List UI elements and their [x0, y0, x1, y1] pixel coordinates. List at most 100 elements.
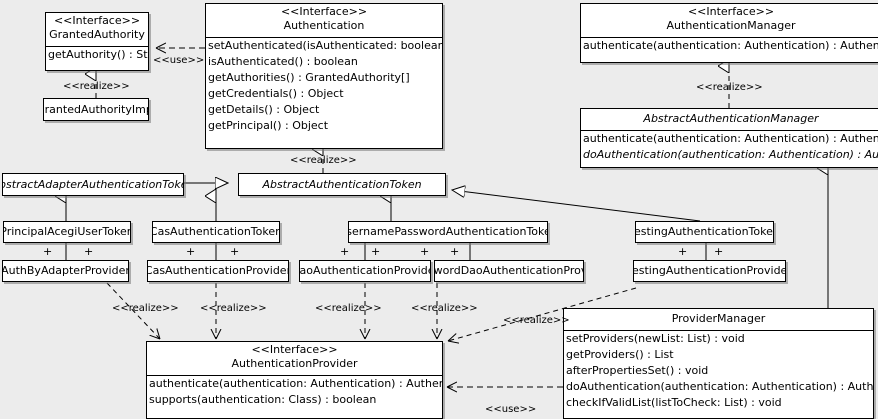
edge-label-use-bottom: <<use>> [485, 404, 537, 415]
class-header: AbstractAdapterAuthenticationToken [3, 174, 183, 195]
class-name: TestingAuthenticationToken [635, 225, 774, 238]
multiplicity-marker: + [678, 245, 688, 258]
edge-label-realize-testingauthenticationprovider: <<realize>> [503, 315, 570, 326]
class-stereotype: <<Interface>> [53, 14, 141, 27]
class-header: <<Interface>> GrantedAuthority [46, 13, 148, 46]
class-name: AbstractAuthenticationToken [262, 177, 422, 191]
class-testing-authentication-provider[interactable]: TestingAuthenticationProvider [633, 260, 786, 282]
class-name: AuthenticationProvider [231, 357, 358, 370]
edge-label-realize-authentication: <<realize>> [290, 155, 357, 166]
operation-row: setProviders(newList: List) : void [566, 332, 745, 345]
edge-label-realize-grantedauthorityimpl: <<realize>> [63, 81, 130, 92]
class-name: ProviderManager [671, 312, 766, 325]
class-header: ProviderManager [564, 309, 873, 330]
class-header: <<Interface>> Authentication [206, 4, 442, 37]
compartment-divider [581, 37, 878, 38]
class-header: PasswordDaoAuthenticationProvider [435, 261, 583, 281]
class-header: AuthByAdapterProvider [3, 261, 128, 281]
edge-label-realize-authbyadapterprovider: <<realize>> [112, 303, 179, 314]
class-granted-authority[interactable]: <<Interface>> GrantedAuthority getAuthor… [45, 12, 149, 71]
operations-compartment: setAuthenticated(isAuthenticated: boolea… [206, 38, 442, 134]
edge-label-realize-passworddaoauthenticationprovider: <<realize>> [411, 303, 478, 314]
class-name: GrantedAuthority [49, 28, 145, 41]
class-header: AbstractAuthenticationManager [581, 109, 878, 130]
operation-row: checkIfValidList(listToCheck: List) : vo… [566, 396, 782, 409]
edge-label-realize-casauthenticationprovider: <<realize>> [200, 303, 267, 314]
class-provider-manager[interactable]: ProviderManager setProviders(newList: Li… [563, 308, 874, 419]
class-header: AbstractAuthenticationToken [239, 174, 445, 195]
multiplicity-marker: + [450, 245, 460, 258]
multiplicity-marker: + [186, 245, 196, 258]
class-name: AuthenticationManager [666, 19, 796, 32]
operation-row: getPrincipal() : Object [208, 119, 329, 132]
multiplicity-marker: + [84, 245, 94, 258]
compartment-divider [206, 37, 442, 38]
class-name: CasAuthenticationProvider [147, 264, 289, 277]
class-header: TestingAuthenticationToken [636, 222, 773, 242]
class-name: PrincipalAcegiUserToken [3, 225, 131, 238]
operations-compartment: authenticate(authentication: Authenticat… [147, 376, 442, 408]
class-password-dao-authentication-provider[interactable]: PasswordDaoAuthenticationProvider [434, 260, 584, 282]
multiplicity-marker: + [371, 245, 381, 258]
multiplicity-marker: + [714, 245, 724, 258]
compartment-divider [581, 130, 878, 131]
class-principal-acegi-user-token[interactable]: PrincipalAcegiUserToken [3, 221, 131, 243]
class-abstract-authentication-manager[interactable]: AbstractAuthenticationManager authentica… [580, 108, 878, 168]
multiplicity-marker: + [340, 245, 350, 258]
operation-row: doAuthentication(authentication: Authent… [583, 148, 878, 161]
class-header: UsernamePasswordAuthenticationToken [349, 222, 547, 242]
class-testing-authentication-token[interactable]: TestingAuthenticationToken [635, 221, 774, 243]
operation-row: setAuthenticated(isAuthenticated: boolea… [208, 39, 442, 52]
operation-row: getCredentials() : Object [208, 87, 344, 100]
class-header: CasAuthenticationProvider [148, 261, 288, 281]
operation-row: getAuthorities() : GrantedAuthority[] [208, 71, 410, 84]
compartment-divider [564, 330, 873, 331]
class-abstract-adapter-authentication-token[interactable]: AbstractAdapterAuthenticationToken [2, 173, 184, 196]
class-authentication[interactable]: <<Interface>> Authentication setAuthenti… [205, 3, 443, 149]
multiplicity-marker: + [230, 245, 240, 258]
class-name: PasswordDaoAuthenticationProvider [434, 264, 583, 277]
operations-compartment: authenticate(authentication: Authenticat… [581, 38, 878, 54]
class-abstract-authentication-token[interactable]: AbstractAuthenticationToken [238, 173, 446, 196]
class-stereotype: <<Interface>> [251, 343, 338, 356]
class-name: AbstractAuthenticationManager [643, 112, 819, 125]
operation-row: getAuthority() : String [48, 48, 148, 61]
class-granted-authority-impl[interactable]: GrantedAuthorityImpl [43, 98, 149, 121]
operation-row: doAuthentication(authentication: Authent… [566, 380, 874, 393]
compartment-divider [46, 46, 148, 47]
class-header: GrantedAuthorityImpl [44, 99, 148, 120]
class-name: TestingAuthenticationProvider [633, 264, 786, 277]
class-header: <<Interface>> AuthenticationManager [581, 4, 878, 37]
class-username-password-authentication-token[interactable]: UsernamePasswordAuthenticationToken [348, 221, 548, 243]
edge-label-realize-authenticationmanager: <<realize>> [696, 82, 763, 93]
operation-row: authenticate(authentication: Authenticat… [149, 377, 442, 390]
class-stereotype: <<Interface>> [687, 5, 775, 18]
class-dao-authentication-provider[interactable]: DaoAuthenticationProvider [299, 260, 431, 282]
edge-label-realize-daoauthenticationprovider: <<realize>> [315, 303, 382, 314]
class-cas-authentication-token[interactable]: CasAuthenticationToken [152, 221, 280, 243]
class-header: DaoAuthenticationProvider [300, 261, 430, 281]
operations-compartment: getAuthority() : String [46, 47, 148, 63]
multiplicity-marker: + [43, 245, 53, 258]
class-name: UsernamePasswordAuthenticationToken [348, 225, 548, 238]
class-auth-by-adapter-provider[interactable]: AuthByAdapterProvider [2, 260, 129, 282]
operation-row: authenticate(authentication: Authenticat… [583, 132, 878, 145]
class-authentication-provider[interactable]: <<Interface>> AuthenticationProvider aut… [146, 341, 443, 419]
class-stereotype: <<Interface>> [280, 5, 368, 18]
operation-row: afterPropertiesSet() : void [566, 364, 709, 377]
operation-row: isAuthenticated() : boolean [208, 55, 358, 68]
multiplicity-marker: + [420, 245, 430, 258]
class-name: GrantedAuthorityImpl [44, 102, 148, 116]
class-name: DaoAuthenticationProvider [299, 264, 430, 277]
class-name: AuthByAdapterProvider [2, 264, 129, 277]
class-name: Authentication [283, 19, 365, 32]
class-header: PrincipalAcegiUserToken [4, 222, 130, 242]
operations-compartment: setProviders(newList: List) : void getPr… [564, 331, 873, 411]
operation-row: supports(authentication: Class) : boolea… [149, 393, 377, 406]
class-name: CasAuthenticationToken [152, 225, 280, 238]
class-cas-authentication-provider[interactable]: CasAuthenticationProvider [147, 260, 289, 282]
edge-label-use-top: <<use>> [153, 55, 205, 66]
class-header: <<Interface>> AuthenticationProvider [147, 342, 442, 375]
class-authentication-manager[interactable]: <<Interface>> AuthenticationManager auth… [580, 3, 878, 63]
